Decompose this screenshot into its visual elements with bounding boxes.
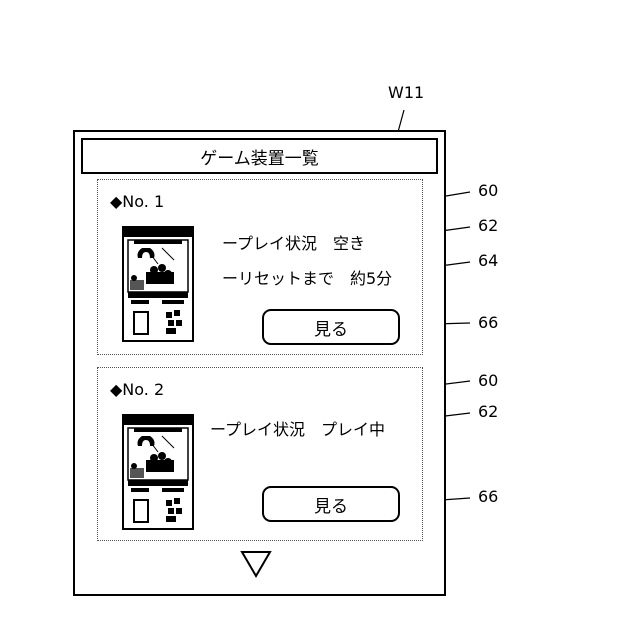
button-ref-label-2: 66 <box>478 489 498 505</box>
down-triangle-icon[interactable] <box>240 550 272 578</box>
button-ref-label-1: 66 <box>478 315 498 331</box>
play-status-text: ープレイ状況 空き <box>222 230 365 254</box>
game-device-card-1[interactable]: ◆No. 1 ープレイ状況 空き ーリセットまで 約5分 <box>97 179 423 355</box>
game-device-card-2[interactable]: ◆No. 2 ープレイ状況 プレイ中 見る <box>97 367 423 541</box>
play-status-text: ープレイ状況 プレイ中 <box>210 416 385 440</box>
crane-game-machine-icon <box>122 226 194 342</box>
screen-title: ゲーム装置一覧 <box>81 138 438 174</box>
reset-time-text: ーリセットまで 約5分 <box>222 265 392 289</box>
reset-ref-label: 64 <box>478 253 498 269</box>
device-number-label: ◆No. 1 <box>110 192 164 211</box>
view-button[interactable]: 見る <box>262 486 400 522</box>
device-number-label: ◆No. 2 <box>110 380 164 399</box>
view-button[interactable]: 見る <box>262 309 400 345</box>
card-ref-label-1: 60 <box>478 183 498 199</box>
card-ref-label-2: 60 <box>478 373 498 389</box>
w11-leader-line <box>398 110 404 132</box>
window-ref-label: W11 <box>388 85 424 101</box>
crane-game-machine-icon <box>122 414 194 530</box>
status-ref-label-1: 62 <box>478 218 498 234</box>
game-device-list-screen: ゲーム装置一覧 ◆No. 1 ープレイ状況 <box>73 130 446 596</box>
status-ref-label-2: 62 <box>478 404 498 420</box>
